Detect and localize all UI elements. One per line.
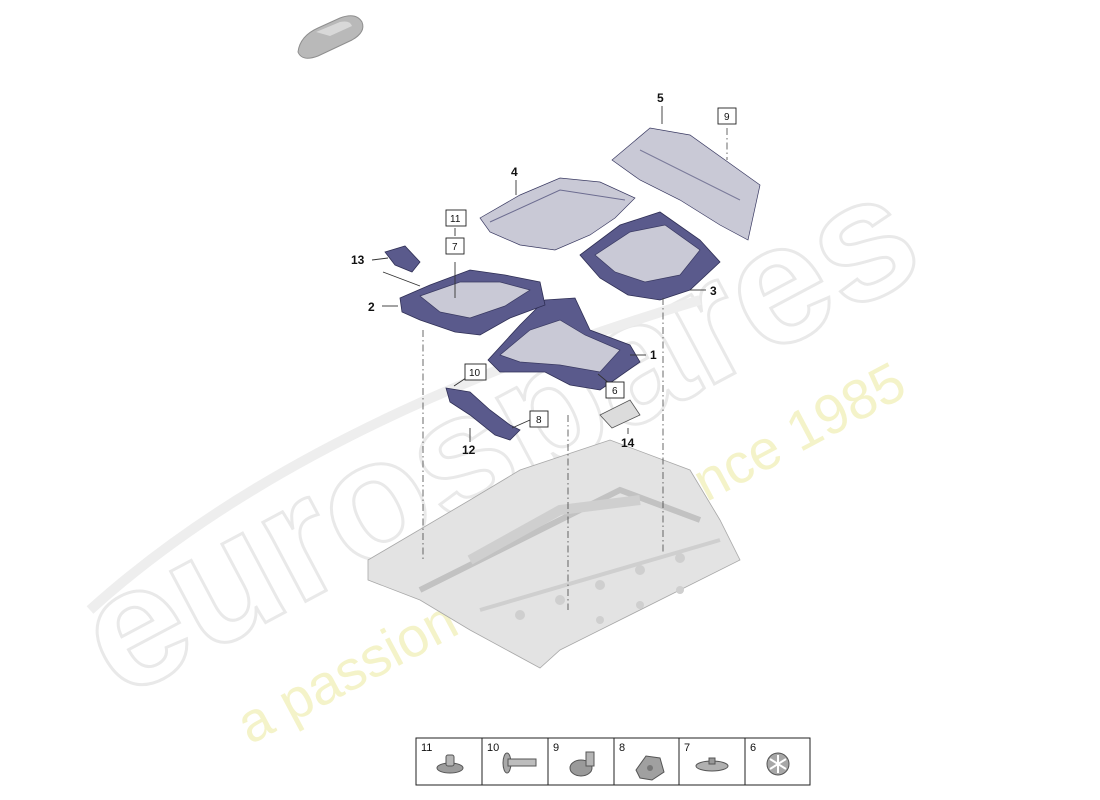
svg-text:10: 10 [487, 742, 499, 754]
svg-text:10: 10 [469, 368, 481, 379]
reference-lines [422, 128, 728, 610]
part-4-floor-carpet [479, 177, 636, 251]
svg-text:6: 6 [750, 742, 756, 754]
legend-cell-10: 10 [487, 742, 537, 774]
svg-text:9: 9 [553, 742, 559, 754]
svg-text:14: 14 [621, 436, 635, 450]
svg-text:8: 8 [536, 415, 542, 426]
star-clip-icon [766, 752, 790, 776]
flat-clip-icon [436, 754, 464, 774]
vehicle-floor-body [367, 439, 741, 669]
svg-text:9: 9 [724, 112, 730, 123]
car-icon [297, 15, 364, 59]
svg-text:7: 7 [452, 242, 458, 253]
callout-7: 7 [445, 237, 465, 255]
svg-text:3: 3 [710, 284, 717, 298]
svg-text:6: 6 [612, 386, 618, 397]
screw-icon [502, 752, 537, 774]
part-3-floor-carpet [579, 211, 721, 301]
callout-2: 2 [368, 300, 375, 314]
callout-11: 11 [445, 209, 467, 227]
callout-13: 13 [351, 253, 365, 267]
legend-cell-9: 9 [553, 742, 595, 777]
part-2-floor-carpet [399, 269, 546, 336]
legend-cell-11: 11 [421, 742, 464, 774]
callout-14: 14 [621, 436, 635, 450]
callout-10: 10 [464, 363, 487, 381]
legend-cell-8: 8 [619, 742, 665, 781]
svg-text:8: 8 [619, 742, 625, 754]
svg-text:7: 7 [684, 742, 690, 754]
callout-6: 6 [605, 381, 625, 399]
callout-1: 1 [650, 348, 657, 362]
fastener-legend: 11 10 9 8 [415, 737, 811, 786]
legend-cell-7: 7 [684, 742, 729, 772]
part-13-bracket [384, 245, 421, 273]
leader-lines [371, 106, 706, 442]
part-12-side-trim [445, 387, 521, 441]
part-5-trunk-mat [611, 127, 761, 241]
svg-text:4: 4 [511, 165, 518, 179]
callout-5: 5 [657, 91, 664, 105]
callout-8: 8 [529, 410, 549, 428]
svg-text:11: 11 [421, 742, 432, 754]
callout-9: 9 [717, 107, 737, 125]
svg-text:11: 11 [450, 214, 461, 225]
callout-4: 4 [511, 165, 518, 179]
svg-text:13: 13 [351, 253, 365, 267]
nut-clip-icon [635, 755, 665, 781]
svg-text:1: 1 [650, 348, 657, 362]
callout-3: 3 [710, 284, 717, 298]
push-clip-icon [569, 751, 595, 777]
washer-clip-icon [695, 757, 729, 772]
part-1-floor-carpet [487, 297, 641, 391]
svg-text:12: 12 [462, 443, 476, 457]
callout-12: 12 [462, 443, 476, 457]
part-14-small-mat [599, 399, 641, 429]
legend-cell-6: 6 [750, 742, 790, 776]
svg-text:5: 5 [657, 91, 664, 105]
svg-text:2: 2 [368, 300, 375, 314]
